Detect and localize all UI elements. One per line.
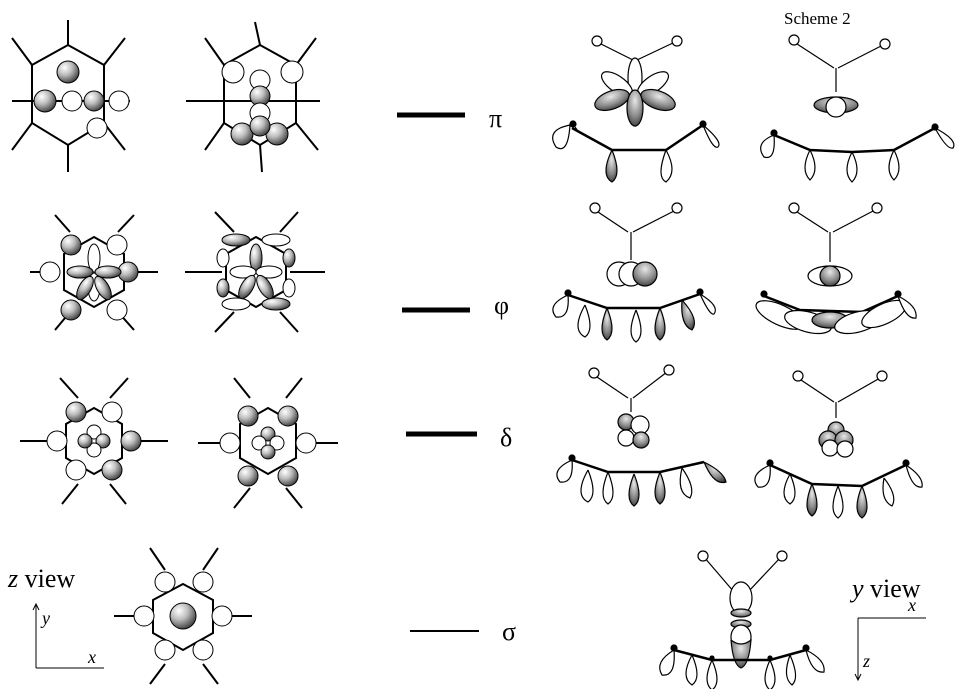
y-view-label: y view bbox=[849, 574, 921, 603]
pi-level-label: π bbox=[489, 104, 502, 133]
z-delta-right bbox=[198, 377, 338, 509]
z-axis-y-label: y bbox=[40, 608, 50, 628]
y-sigma bbox=[659, 550, 825, 689]
z-sigma bbox=[114, 547, 252, 685]
y-phi-left bbox=[552, 202, 716, 343]
z-pi-left bbox=[11, 20, 130, 172]
z-view-axes bbox=[32, 602, 104, 669]
phi-level-label: φ bbox=[494, 291, 509, 320]
y-phi-right bbox=[755, 202, 917, 335]
z-view-panel bbox=[11, 20, 338, 685]
y-delta-right bbox=[754, 370, 923, 519]
y-view-axes bbox=[854, 617, 926, 682]
sigma-level-label: σ bbox=[502, 617, 516, 646]
z-phi-right bbox=[185, 211, 325, 333]
scheme-title: Scheme 2 bbox=[784, 9, 851, 28]
y-pi-left bbox=[552, 35, 720, 183]
z-delta-left bbox=[20, 377, 168, 505]
z-axis-x-label: x bbox=[87, 647, 96, 667]
z-phi-left bbox=[30, 214, 158, 331]
delta-level-label: δ bbox=[500, 423, 512, 452]
y-view-panel bbox=[552, 34, 955, 689]
energy-levels bbox=[397, 112, 479, 632]
z-view-label: z view bbox=[7, 564, 75, 593]
y-delta-left bbox=[556, 364, 727, 507]
y-axis-z-label: z bbox=[862, 651, 870, 671]
y-pi-right bbox=[760, 34, 955, 183]
y-axis-x-label: x bbox=[907, 595, 916, 615]
z-pi-right bbox=[186, 21, 320, 173]
